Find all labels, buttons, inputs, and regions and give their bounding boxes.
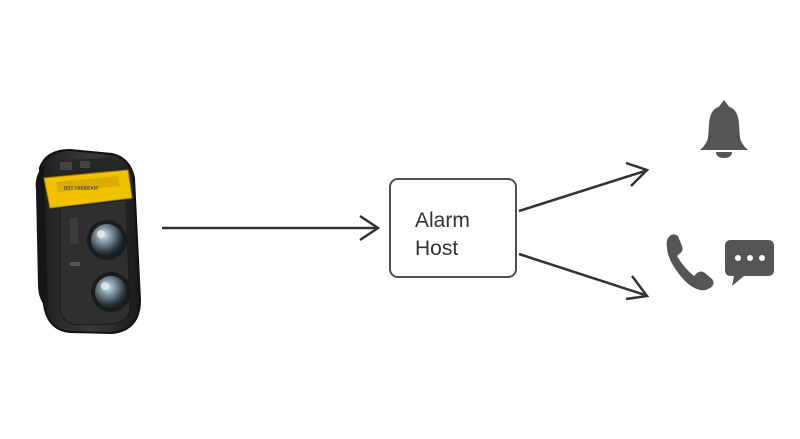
bell-icon [700, 100, 748, 158]
svg-text:BST HIKBEAM: BST HIKBEAM [64, 186, 98, 192]
phone-icon [666, 234, 714, 291]
message-icon [725, 240, 774, 286]
alarm-host-box: Alarm Host [389, 178, 517, 278]
arrow-sensor-to-host [162, 214, 381, 242]
arrow-host-to-bell [518, 161, 650, 213]
beam-sensor-icon: BST HIKBEAM [35, 148, 142, 335]
alarm-host-label: Alarm Host [415, 209, 470, 260]
arrow-host-to-phone [518, 252, 650, 301]
